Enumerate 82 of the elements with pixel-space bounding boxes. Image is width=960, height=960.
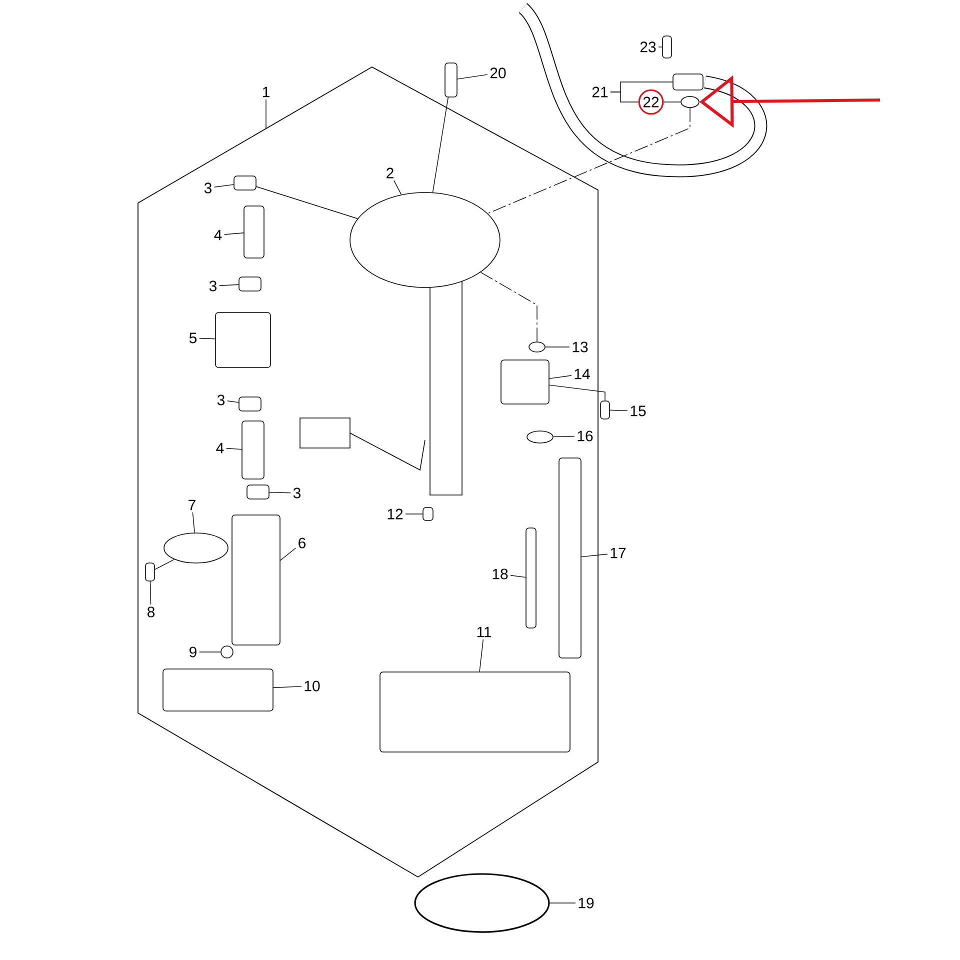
assembly-line <box>487 108 690 214</box>
assembly-line <box>549 384 606 401</box>
strainer-drawing <box>162 668 274 712</box>
leader-line <box>227 400 239 403</box>
hose-drawing <box>558 458 582 658</box>
callout-number: 3 <box>293 488 301 498</box>
callout-number: 16 <box>578 430 593 442</box>
clamp-drawing <box>234 176 256 190</box>
hose-drawing <box>244 206 264 258</box>
leader-line <box>545 346 570 348</box>
flange-plate-drawing <box>350 192 500 288</box>
filter-drawing <box>215 312 271 368</box>
callout-number: 22 <box>638 89 664 115</box>
o-ring-drawing <box>528 342 546 352</box>
callout-number: 10 <box>304 680 320 692</box>
callout-number: 9 <box>190 646 196 658</box>
bolt-drawing <box>444 62 458 98</box>
leader-line <box>199 338 216 340</box>
callout-number: 14 <box>574 368 590 380</box>
clamp-drawing <box>246 484 270 500</box>
leader-line <box>610 92 639 102</box>
washer-drawing <box>220 646 234 658</box>
cover-drawing <box>380 672 570 752</box>
callout-number: 19 <box>578 898 594 908</box>
callout-number: 3 <box>217 394 225 406</box>
callout-number: 17 <box>610 548 626 558</box>
band-drawing <box>164 532 228 564</box>
fitting-drawing <box>672 74 704 90</box>
leader-line <box>219 284 239 286</box>
assembly-line <box>154 559 175 570</box>
leader-line <box>280 548 296 561</box>
leader-line <box>226 448 242 450</box>
callout-number: 20 <box>490 68 506 78</box>
clip-drawing <box>526 430 554 444</box>
strap-drawing <box>526 528 536 628</box>
leader-line <box>394 180 402 195</box>
bolt-drawing <box>600 400 610 420</box>
leader-line <box>581 554 608 558</box>
assembly-line <box>256 186 358 219</box>
leader-line <box>510 575 526 578</box>
leader-line <box>610 410 628 412</box>
callout-number: 4 <box>216 442 224 454</box>
bolt-drawing <box>145 562 155 582</box>
callout-number: 3 <box>209 280 217 292</box>
assembly-line <box>432 97 449 193</box>
bolt-drawing <box>662 36 672 58</box>
clamp-drawing <box>238 276 262 292</box>
callout-number: 3 <box>204 182 212 194</box>
hose-drawing <box>242 420 264 480</box>
leader-line <box>224 232 244 235</box>
o-ring-drawing <box>680 96 700 108</box>
callout-number: 6 <box>298 538 306 548</box>
assembly-line <box>480 272 538 342</box>
leader-line <box>479 639 484 672</box>
leader-line <box>549 375 572 379</box>
leader-line <box>214 184 234 188</box>
o-ring-drawing <box>414 873 550 933</box>
regulator-drawing <box>500 360 550 404</box>
leader-line <box>658 46 662 48</box>
callout-number: 8 <box>148 606 155 618</box>
callout-number: 11 <box>477 626 492 638</box>
callout-number: 5 <box>189 332 197 344</box>
pump-drawing <box>232 514 280 646</box>
callout-number: 1 <box>262 86 270 98</box>
leader-line <box>549 902 576 904</box>
grommet-drawing <box>422 507 434 521</box>
leader-line <box>192 512 195 533</box>
callout-number: 2 <box>386 168 394 178</box>
callout-number: 18 <box>492 568 508 580</box>
callout-number: 4 <box>214 230 222 240</box>
leader-line <box>150 581 152 605</box>
callout-number: 15 <box>630 406 646 416</box>
callout-number: 23 <box>640 42 656 52</box>
callout-number: 12 <box>388 508 403 520</box>
clamp-drawing <box>238 396 262 412</box>
callout-number: 21 <box>592 86 608 98</box>
callout-number: 7 <box>188 500 196 510</box>
callout-number: 13 <box>572 342 588 352</box>
leader-line <box>273 686 302 688</box>
leader-line <box>457 74 488 80</box>
leader-line <box>269 492 291 494</box>
leader-line <box>553 436 575 438</box>
